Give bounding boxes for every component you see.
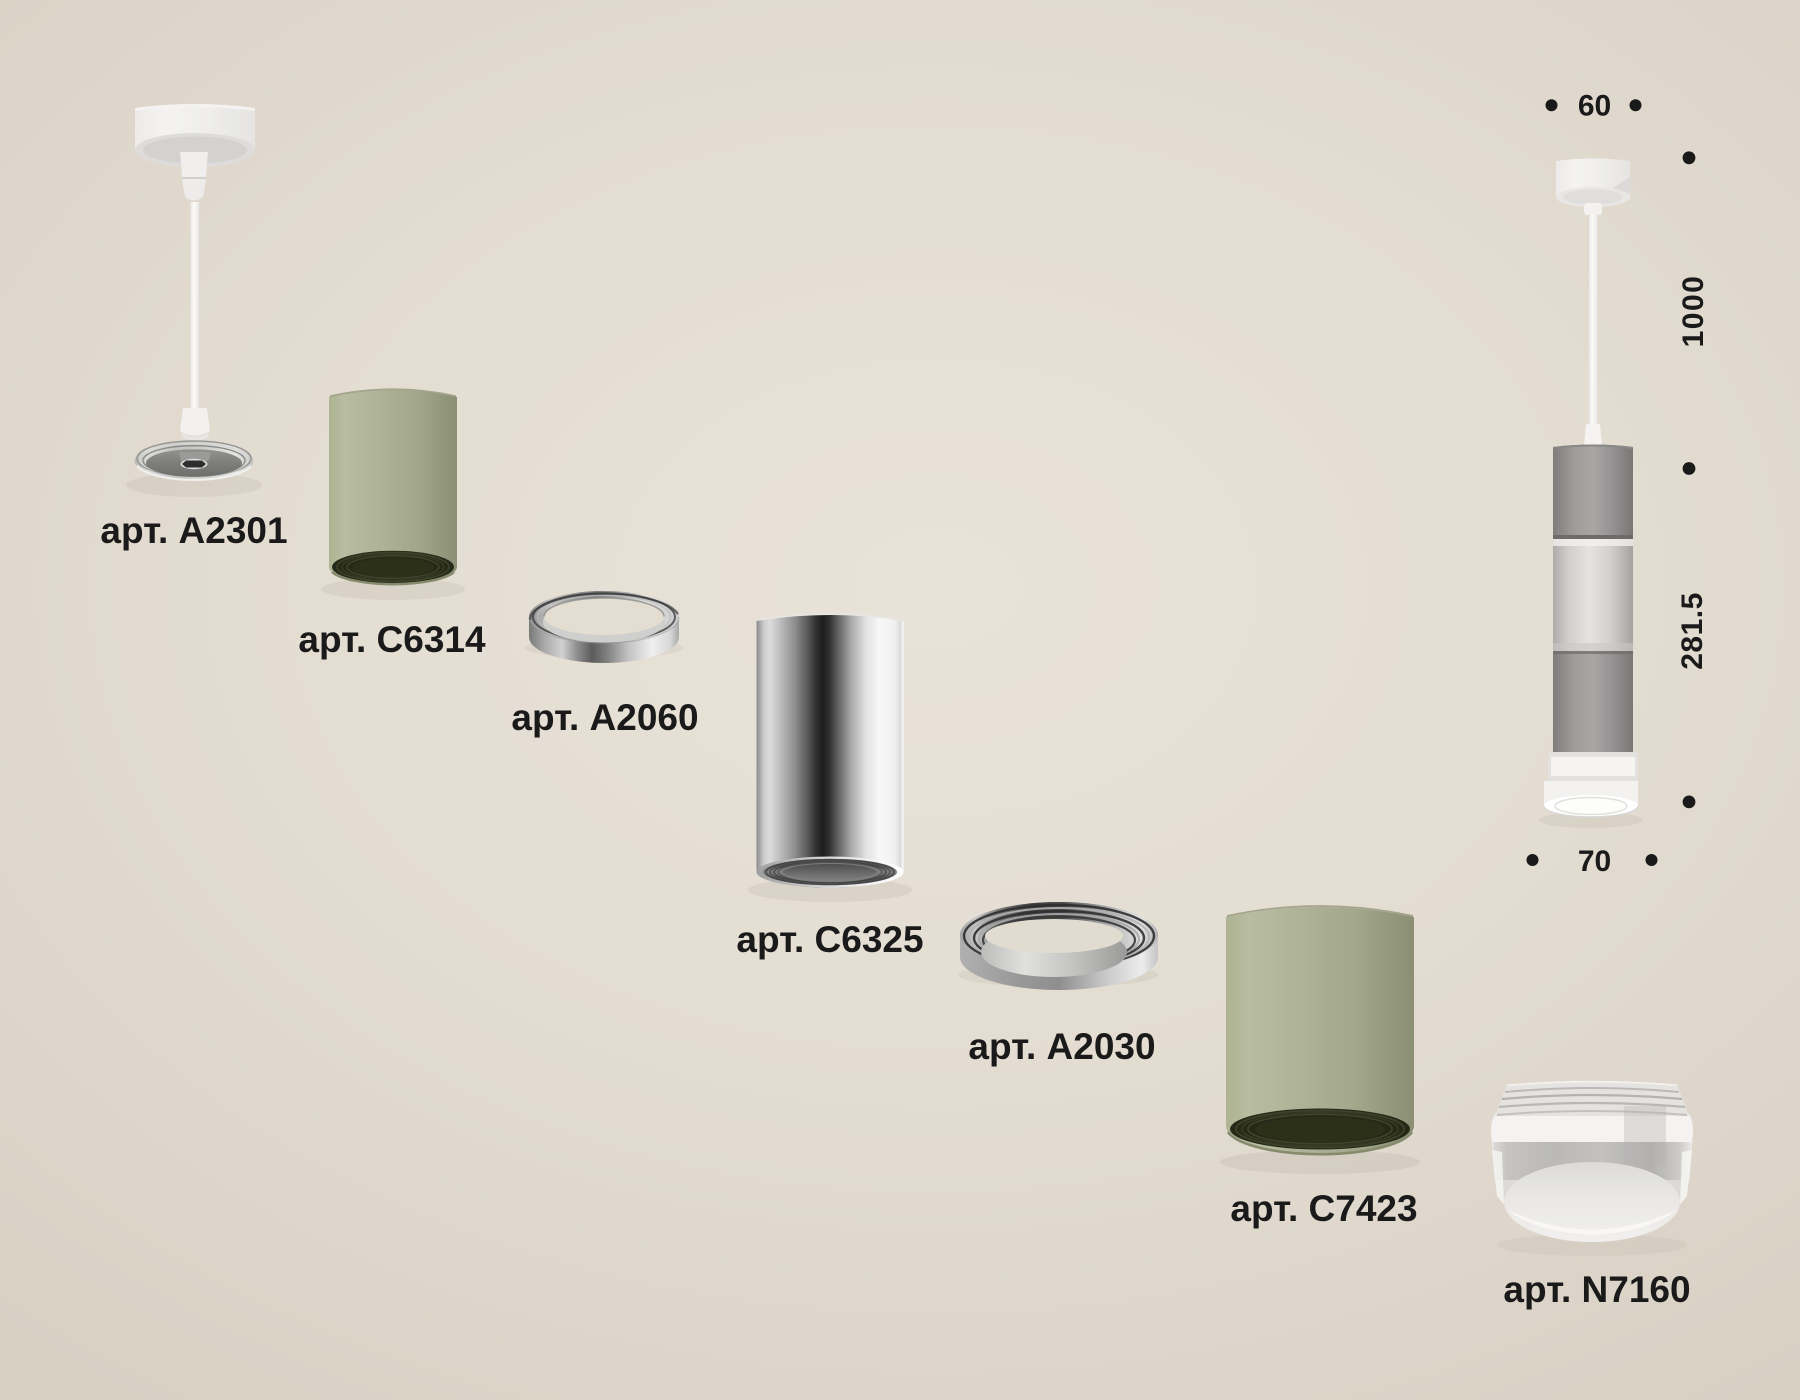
svg-text:1000: 1000 xyxy=(1677,275,1710,348)
svg-text:арт. N7160: арт. N7160 xyxy=(1503,1269,1690,1310)
svg-text:арт. A2030: арт. A2030 xyxy=(968,1026,1155,1067)
svg-text:70: 70 xyxy=(1578,845,1611,878)
svg-text:арт. C6325: арт. C6325 xyxy=(736,919,923,960)
svg-text:арт. A2060: арт. A2060 xyxy=(511,697,698,738)
svg-text:281.5: 281.5 xyxy=(1676,592,1709,670)
svg-text:арт. A2301: арт. A2301 xyxy=(100,510,287,551)
svg-text:арт. C6314: арт. C6314 xyxy=(298,619,486,660)
svg-text:60: 60 xyxy=(1578,90,1611,123)
svg-text:арт. C7423: арт. C7423 xyxy=(1230,1188,1417,1229)
